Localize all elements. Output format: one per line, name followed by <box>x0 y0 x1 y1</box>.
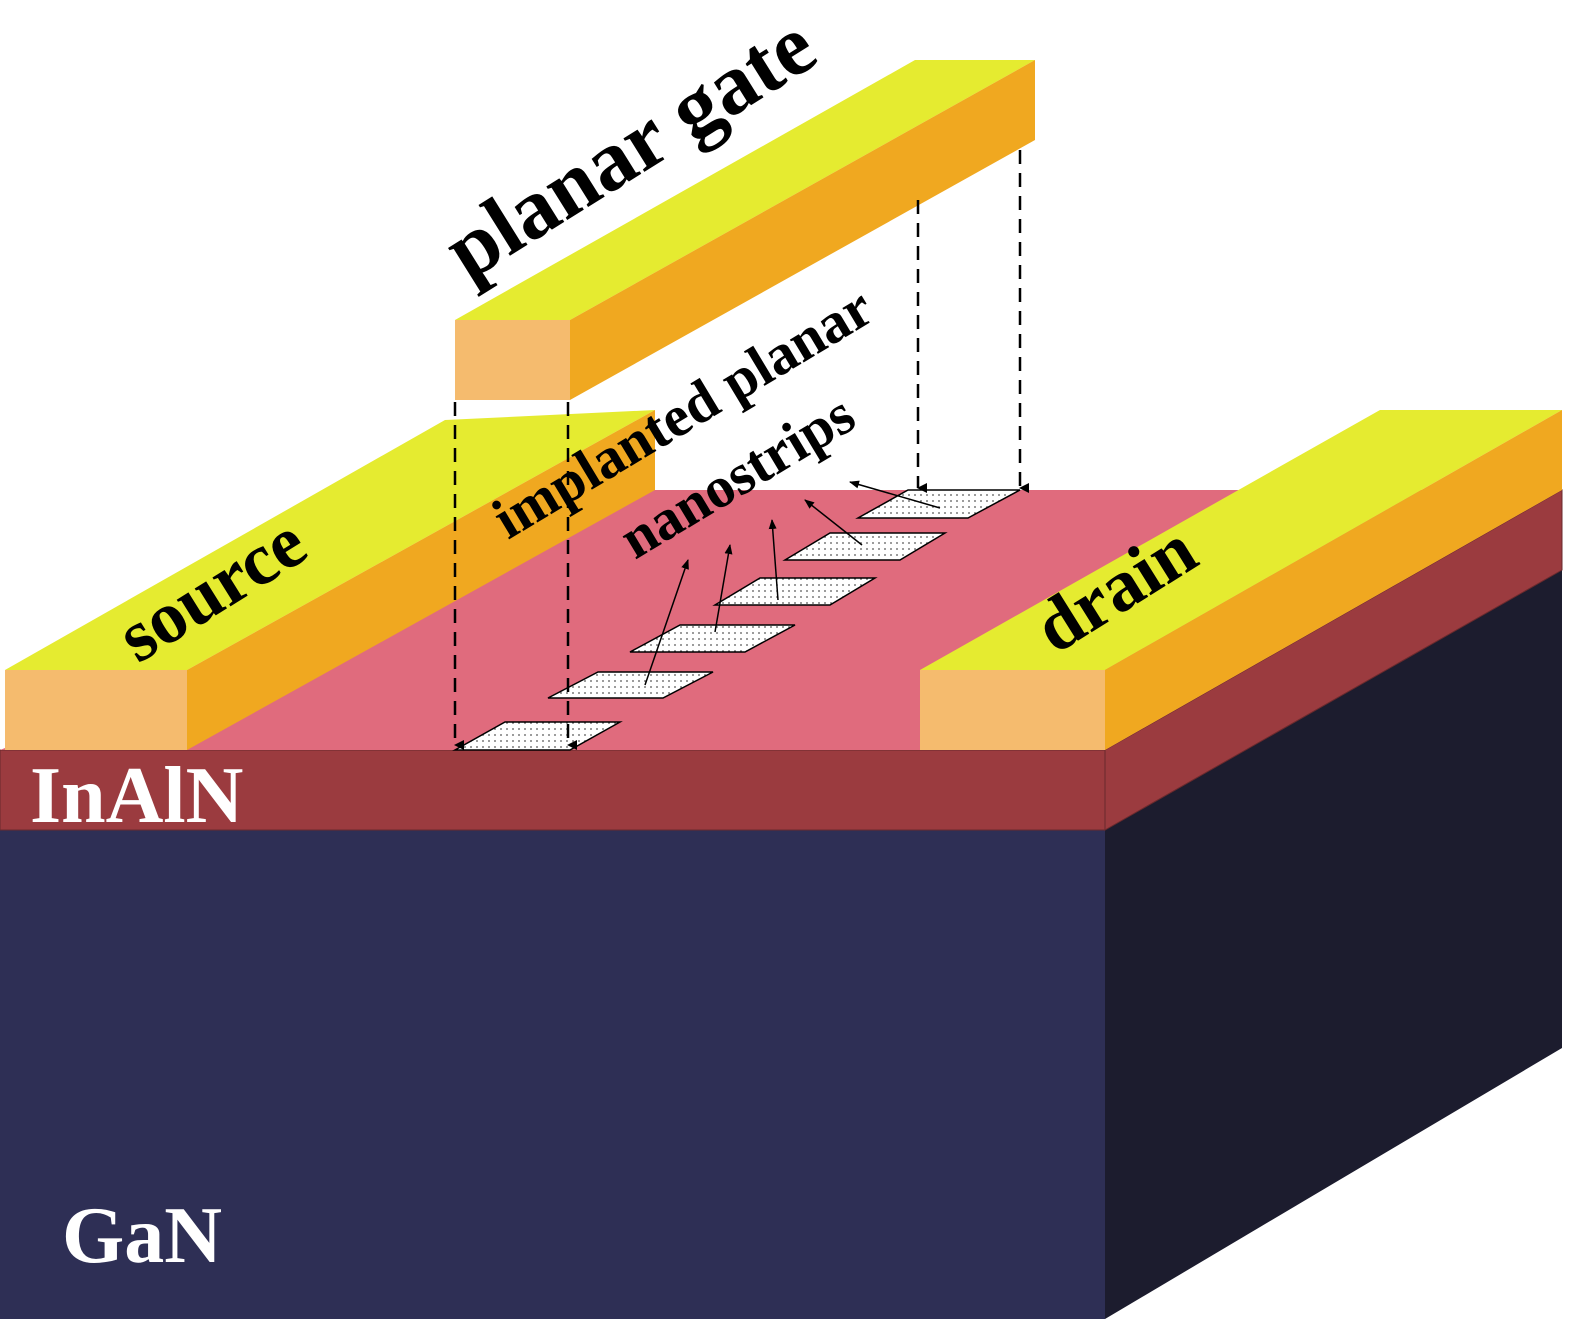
nanostrip <box>712 577 878 606</box>
nanostrip <box>547 671 714 699</box>
nanostrip <box>782 532 948 561</box>
source-contact <box>5 410 655 750</box>
gan-label: GaN <box>62 1192 222 1280</box>
drain-contact <box>920 410 1562 750</box>
planar-gate <box>455 60 1035 400</box>
pointer-arrows <box>644 480 941 686</box>
inaln-label: InAlN <box>30 752 243 840</box>
projection-lines <box>453 150 1029 750</box>
nanostrip <box>452 721 623 751</box>
gan-layer <box>0 570 1562 1319</box>
nanostrips <box>452 489 1021 751</box>
